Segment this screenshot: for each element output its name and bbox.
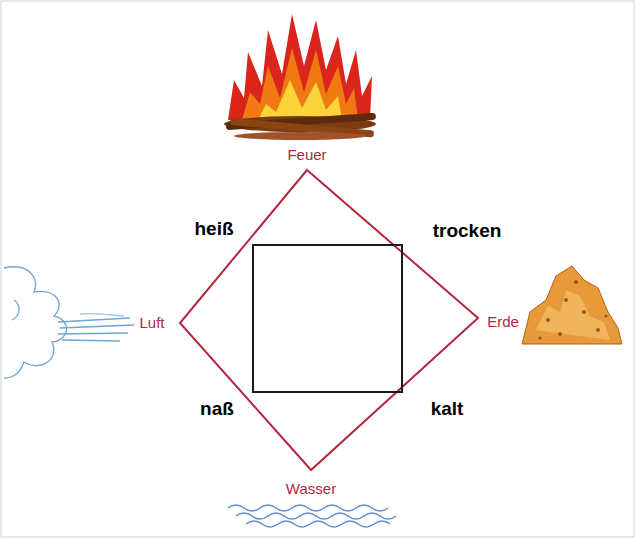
elements-diamond [180,170,478,470]
earth-mound [522,266,622,344]
fire-picture [224,14,376,140]
wind-cloud [4,267,134,378]
quality-label: kalt [431,399,464,420]
element-label: Wasser [284,481,338,498]
element-label: Erde [485,314,521,331]
water-waves [228,505,396,527]
quality-label: heiß [194,219,233,240]
element-label: Luft [137,315,166,332]
element-label: Feuer [285,147,328,164]
quality-label: naß [200,399,234,420]
qualities-square [253,245,402,392]
quality-label: trocken [433,221,502,242]
